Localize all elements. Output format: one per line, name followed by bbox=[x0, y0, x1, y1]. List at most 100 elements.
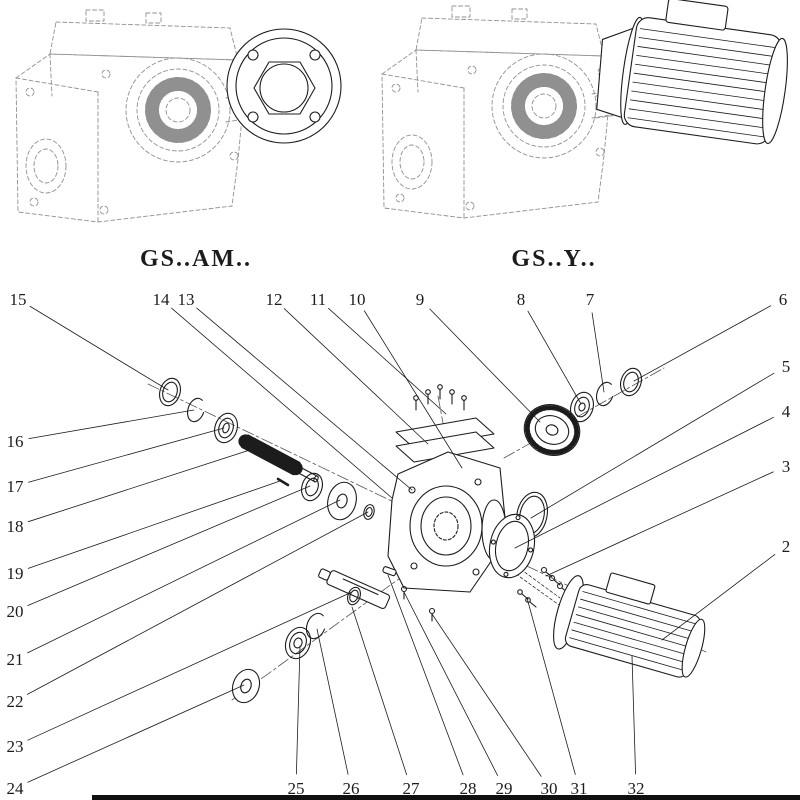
leader-line-10 bbox=[363, 310, 463, 469]
cover-plate bbox=[395, 417, 495, 463]
motor-exploded bbox=[553, 572, 706, 678]
part-20-bearing bbox=[301, 472, 323, 502]
leader-line-21 bbox=[27, 499, 341, 654]
part-number-8: 8 bbox=[517, 290, 526, 309]
part-number-18: 18 bbox=[7, 517, 24, 536]
part-4-flange-cover bbox=[488, 513, 536, 579]
part-number-4: 4 bbox=[782, 402, 791, 421]
leader-line-23 bbox=[27, 591, 353, 741]
part-number-15: 15 bbox=[10, 290, 27, 309]
part-29-screw bbox=[400, 585, 408, 600]
part-number-13: 13 bbox=[178, 290, 195, 309]
leader-line-28 bbox=[387, 574, 464, 776]
part-number-14: 14 bbox=[153, 290, 171, 309]
leader-line-27 bbox=[351, 606, 408, 776]
part-3-screws bbox=[540, 566, 569, 594]
part-number-20: 20 bbox=[7, 602, 24, 621]
variant-label-gs-am: GS..AM.. bbox=[140, 246, 252, 272]
part-number-17: 17 bbox=[7, 477, 25, 496]
motor-terminal-box bbox=[665, 0, 729, 31]
part-6-seal-ring bbox=[620, 367, 642, 397]
leader-line-22 bbox=[26, 511, 369, 695]
leader-line-12 bbox=[283, 308, 429, 445]
motor-end-cap bbox=[681, 618, 706, 678]
part-number-5: 5 bbox=[782, 357, 791, 376]
part-number-9: 9 bbox=[416, 290, 425, 309]
part-number-2: 2 bbox=[782, 537, 791, 556]
part-number-29: 29 bbox=[496, 779, 513, 798]
part-number-6: 6 bbox=[779, 290, 788, 309]
part-25-bearing bbox=[284, 626, 312, 660]
leader-line-7 bbox=[591, 312, 605, 393]
leader-line-11 bbox=[328, 307, 447, 415]
leader-line-5 bbox=[530, 372, 775, 519]
cover-screws bbox=[413, 384, 467, 411]
part-number-27: 27 bbox=[403, 779, 421, 798]
part-28-key bbox=[382, 566, 397, 577]
leader-line-16 bbox=[28, 409, 195, 440]
part-number-7: 7 bbox=[586, 290, 595, 309]
leader-line-25 bbox=[295, 645, 301, 775]
leader-line-9 bbox=[429, 308, 541, 423]
part-number-10: 10 bbox=[349, 290, 366, 309]
part-7-circlip bbox=[595, 381, 615, 407]
motor-housing bbox=[623, 17, 782, 145]
housing bbox=[387, 451, 509, 593]
part-24-washer bbox=[231, 668, 261, 704]
part-number-16: 16 bbox=[7, 432, 24, 451]
motor-cooling-fins bbox=[627, 28, 780, 138]
part-number-11: 11 bbox=[310, 290, 326, 309]
leader-line-20 bbox=[27, 485, 311, 606]
part-19-pin bbox=[276, 477, 290, 487]
part-21-gear-disc bbox=[327, 481, 357, 521]
part-number-28: 28 bbox=[460, 779, 477, 798]
part-9-gear bbox=[523, 404, 581, 456]
part-number-32: 32 bbox=[628, 779, 645, 798]
part-number-3: 3 bbox=[782, 457, 791, 476]
output-flange bbox=[226, 28, 342, 144]
part-number-31: 31 bbox=[571, 779, 588, 798]
leader-line-14 bbox=[171, 307, 393, 499]
leader-line-2 bbox=[661, 554, 776, 641]
part-30-screw bbox=[428, 607, 436, 622]
leader-line-26 bbox=[316, 628, 349, 775]
part-22-spacer-ring bbox=[363, 504, 375, 520]
motor-fins bbox=[569, 591, 697, 671]
part-18-worm-shaft bbox=[238, 434, 319, 483]
page-edge bbox=[92, 795, 800, 800]
leader-line-19 bbox=[27, 480, 281, 569]
leader-line-32 bbox=[631, 655, 636, 775]
part-number-12: 12 bbox=[266, 290, 283, 309]
part-27-output-shaft bbox=[318, 568, 391, 609]
leader-line-15 bbox=[29, 305, 169, 391]
part-number-23: 23 bbox=[7, 737, 24, 756]
leader-line-31 bbox=[526, 597, 576, 775]
part-26-circlip bbox=[305, 612, 327, 640]
leader-line-6 bbox=[633, 305, 772, 382]
part-number-24: 24 bbox=[7, 779, 25, 798]
leader-line-3 bbox=[545, 471, 774, 577]
part-8-bearing bbox=[570, 391, 594, 423]
leader-line-29 bbox=[403, 591, 499, 776]
part-number-21: 21 bbox=[7, 650, 24, 669]
part-17-bearing bbox=[214, 412, 238, 444]
part-number-22: 22 bbox=[7, 692, 24, 711]
leader-line-8 bbox=[527, 310, 582, 405]
leader-line-24 bbox=[27, 684, 245, 783]
part-number-19: 19 bbox=[7, 564, 24, 583]
gearbox-body-ghost-left bbox=[16, 10, 250, 222]
leader-line-4 bbox=[514, 416, 774, 549]
part-15-seal-ring bbox=[159, 377, 181, 407]
motor-terminal-box-exploded bbox=[605, 572, 656, 605]
leader-line-13 bbox=[196, 307, 413, 491]
variant-label-gs-y: GS..Y.. bbox=[511, 246, 597, 272]
gearbox-body-ghost-right bbox=[382, 6, 625, 218]
part-16-circlip bbox=[186, 397, 206, 423]
part-number-30: 30 bbox=[541, 779, 558, 798]
part-number-25: 25 bbox=[288, 779, 305, 798]
motor-fan-cover bbox=[762, 37, 788, 145]
leader-line-30 bbox=[431, 613, 542, 777]
